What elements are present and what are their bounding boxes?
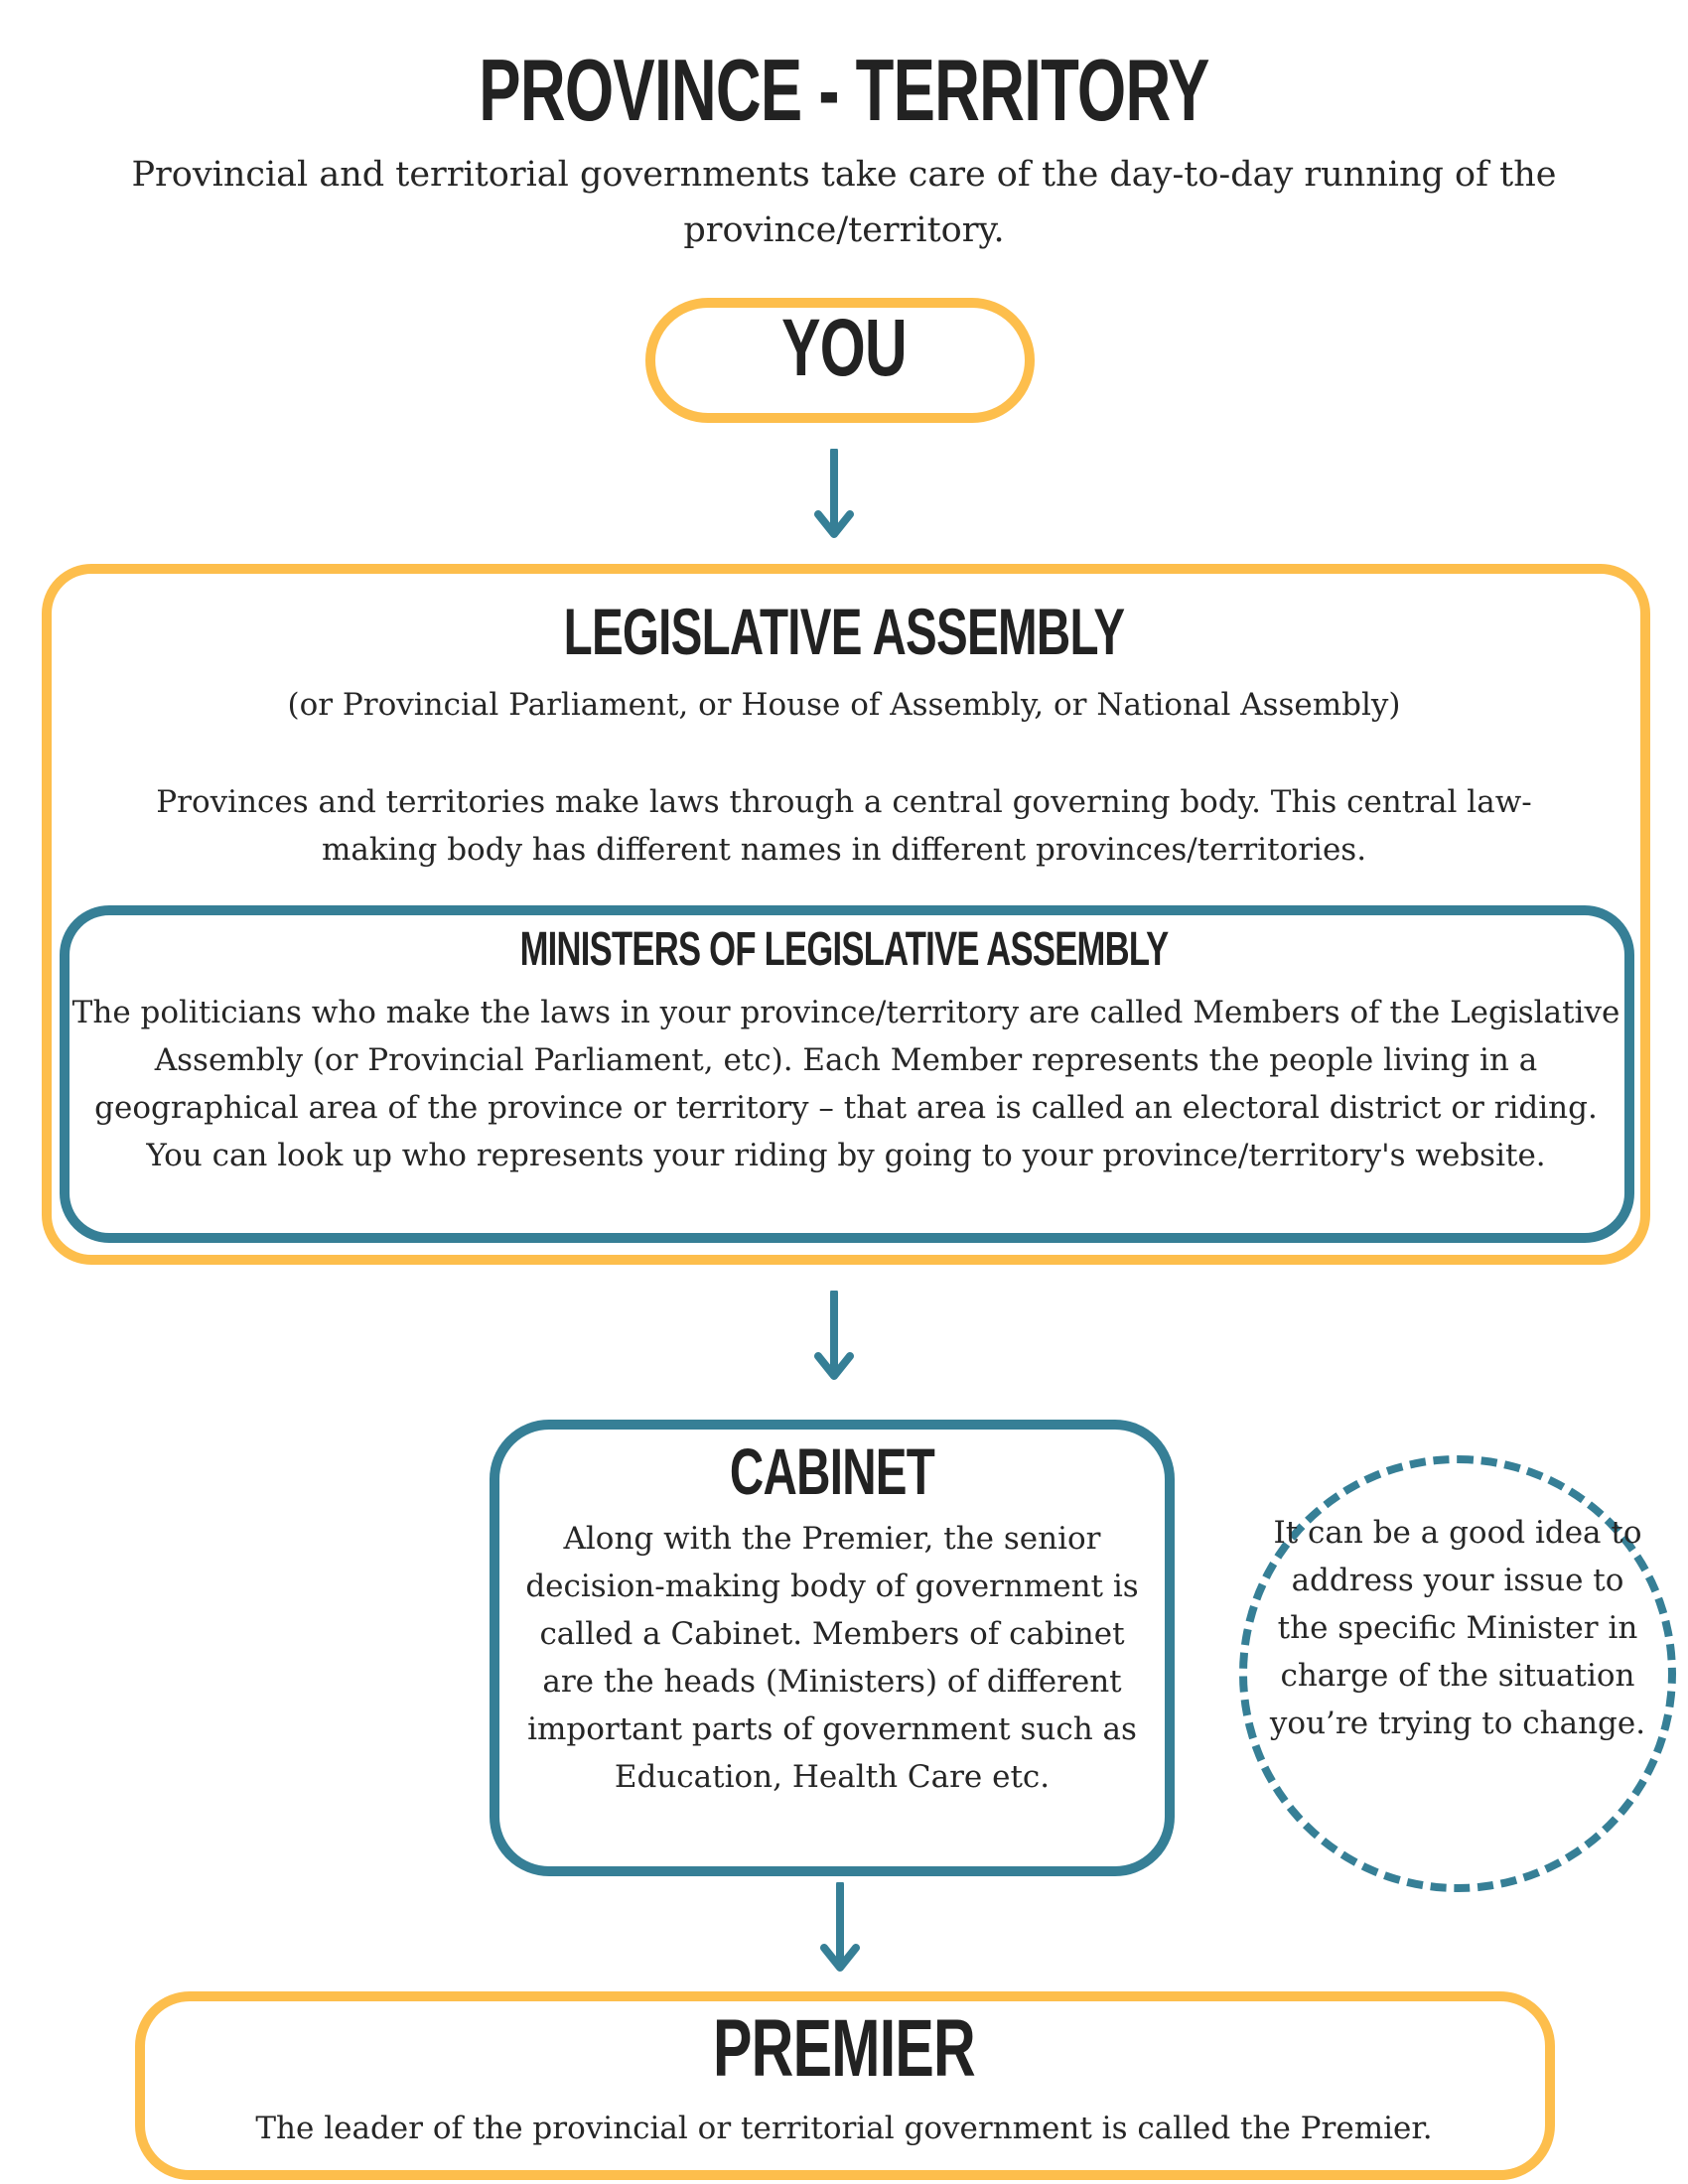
you-label: YOU [781, 303, 908, 393]
ministers-title: MINISTERS OF LEGISLATIVE ASSEMBLY [519, 923, 1170, 976]
cabinet-title: CABINET [729, 1434, 935, 1508]
premier-title: PREMIER [713, 2003, 976, 2094]
ministers-description: The politicians who make the laws in you… [71, 995, 1620, 1173]
premier-box [135, 1991, 1555, 2180]
premier-description: The leader of the provincial or territor… [255, 2111, 1433, 2146]
tip-circle [1239, 1455, 1676, 1892]
arrow-down-icon [814, 449, 854, 538]
intro-text: Provincial and territorial governments t… [131, 155, 1557, 250]
arrow-down-icon [820, 1882, 860, 1972]
cabinet-box [490, 1420, 1175, 1876]
legislative-assembly-description: Provinces and territories make laws thro… [156, 784, 1532, 868]
legislative-assembly-title: LEGISLATIVE ASSEMBLY [563, 595, 1125, 668]
arrow-down-icon [814, 1291, 854, 1380]
you-box [645, 298, 1035, 423]
legislative-assembly-subtitle: (or Provincial Parliament, or House of A… [287, 687, 1401, 723]
ministers-box [60, 905, 1634, 1243]
page-title: PROVINCE - TERRITORY [479, 41, 1209, 139]
legislative-assembly-box [42, 564, 1650, 1265]
cabinet-description: Along with the Premier, the senior decis… [525, 1521, 1139, 1795]
tip-text: It can be a good idea to address your is… [1269, 1515, 1646, 1741]
